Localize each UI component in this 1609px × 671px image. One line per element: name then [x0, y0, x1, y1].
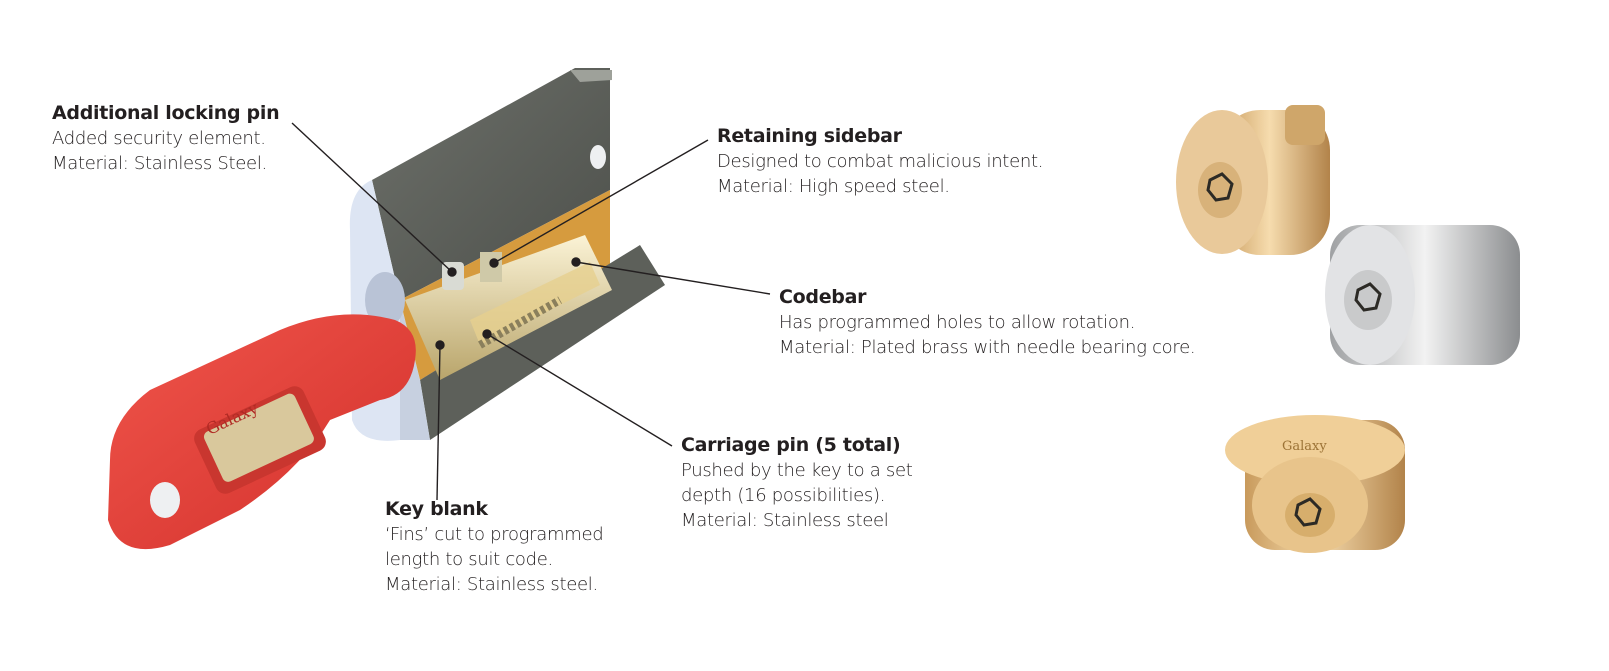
- callout-line: Material: Stainless steel.: [385, 574, 598, 595]
- callout-title: Key blank: [385, 498, 488, 520]
- callout-title: Codebar: [779, 286, 867, 308]
- callout-line: Designed to combat malicious intent.: [717, 151, 1044, 172]
- callout-line: length to suit code.: [385, 549, 553, 570]
- callout-line: depth (16 possibilities).: [681, 485, 886, 506]
- callout-title: Carriage pin (5 total): [681, 434, 901, 456]
- callout-line: Has programmed holes to allow rotation.: [779, 312, 1136, 333]
- callout-carriage-pin: Carriage pin (5 total) Pushed by the key…: [681, 433, 913, 533]
- mortise-cylinder: Galaxy: [1225, 415, 1405, 553]
- callout-additional-locking-pin: Additional locking pin Added security el…: [52, 101, 280, 176]
- leader-line-carriage-pin: [486, 333, 673, 447]
- callout-line: Material: High speed steel.: [717, 176, 950, 197]
- callout-line: Added security element.: [52, 128, 266, 149]
- leader-line-locking-pin: [291, 122, 453, 273]
- callout-codebar: Codebar Has programmed holes to allow ro…: [779, 285, 1196, 360]
- callout-line: Pushed by the key to a set: [681, 460, 913, 481]
- brass-euro-cylinder: [1176, 105, 1330, 255]
- leader-line-key-blank: [436, 344, 441, 501]
- callout-retaining-sidebar: Retaining sidebar Designed to combat mal…: [717, 124, 1043, 199]
- key-illustration: Galaxy: [108, 314, 416, 550]
- callout-line: Material: Stainless steel: [681, 510, 889, 531]
- callout-title: Additional locking pin: [52, 102, 280, 124]
- callout-line: ‘Fins’ cut to programmed: [385, 524, 604, 545]
- callout-line: Material: Plated brass with needle beari…: [779, 337, 1196, 358]
- leader-line-sidebar: [493, 139, 709, 264]
- silver-cylinder: [1325, 225, 1520, 365]
- leader-line-codebar: [575, 261, 771, 295]
- cylinder-core: [405, 235, 612, 380]
- cylinder-brand-logo: Galaxy: [1282, 439, 1327, 454]
- callout-key-blank: Key blank ‘Fins’ cut to programmed lengt…: [385, 497, 604, 597]
- callout-title: Retaining sidebar: [717, 125, 902, 147]
- callout-line: Material: Stainless Steel.: [52, 153, 267, 174]
